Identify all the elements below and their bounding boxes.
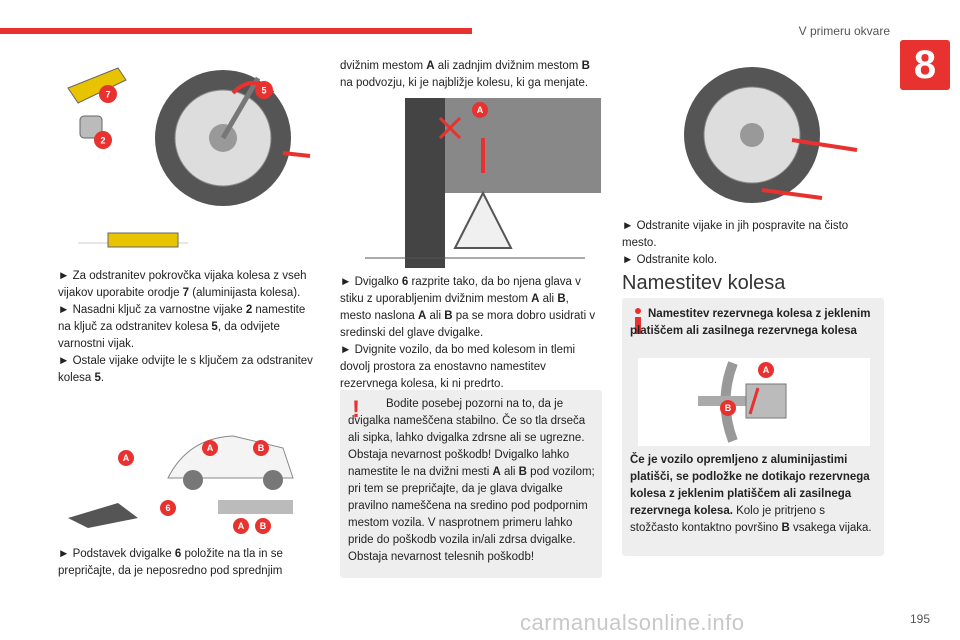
label-5: 5 <box>261 86 266 96</box>
figure-wheel-bolt-removal: 7 2 5 <box>58 48 320 258</box>
column-2-text-mid: ► Dvigalko 6 razprite tako, da bo njena … <box>340 274 602 393</box>
warning-text: Bodite posebej pozorni na to, da je dvig… <box>348 398 595 563</box>
chapter-title: V primeru okvare <box>798 24 890 38</box>
security-socket-2 <box>79 115 103 139</box>
label-a-2: A <box>477 105 484 115</box>
paragraph-lift-points: dvižnim mestom A ali zadnjim dvižnim mes… <box>340 60 590 89</box>
label-a: A <box>207 443 214 453</box>
label-5-marker <box>255 81 273 99</box>
column-3-text-top: ► Odstranite vijake in jih pospravite na… <box>622 218 884 269</box>
figure-jack-head: A <box>345 98 601 268</box>
tyre-section <box>405 98 445 268</box>
wrong-mark-2 <box>438 116 462 140</box>
jack-placement-illustration: A B A 6 A B <box>68 435 294 534</box>
front-wheel <box>183 470 203 490</box>
info-paragraph: Če je vozilo opremljeno z aluminijastimi… <box>630 454 872 534</box>
paragraph-cap-tool: ► Za odstranitev pokrovčka vijaka kolesa… <box>58 270 307 299</box>
label-6-marker <box>160 500 176 516</box>
contact-surface <box>748 387 760 415</box>
vehicle-underbody <box>445 98 601 193</box>
paragraph-open-jack: ► Dvigalko 6 razprite tako, da bo njena … <box>340 276 596 339</box>
section-title: Namestitev kolesa <box>622 272 786 294</box>
point-a-marker <box>202 440 218 456</box>
paragraph-security-socket: ► Nasadni ključ za varnostne vijake 2 na… <box>58 304 306 350</box>
info-icon <box>635 308 641 334</box>
label-b: B <box>258 443 265 453</box>
figure-wheel-off <box>622 50 884 208</box>
bolt-detail-illustration: A B <box>698 361 787 443</box>
header-accent-bar <box>0 28 472 34</box>
bolt-arrow <box>791 138 858 152</box>
wheel-removal-illustration <box>684 67 858 203</box>
column-1-text: ► Za odstranitev pokrovčka vijaka kolesa… <box>58 268 320 387</box>
scissor-jack <box>453 190 513 249</box>
wheel-wrench-5 <box>220 76 261 140</box>
paragraph-jack-base: ► Podstavek dvigalke 6 položite na tla i… <box>58 548 283 577</box>
pull-arrow <box>282 151 311 158</box>
detail-label-b: B <box>725 403 732 413</box>
cap-tool-7 <box>67 67 127 104</box>
warning-icon: ! <box>352 396 360 423</box>
paragraph-other-bolts: ► Ostale vijake odvijte le s ključem za … <box>58 355 313 384</box>
info-title: Namestitev rezervnega kolesa z jeklenim … <box>630 308 871 337</box>
bolt-head <box>745 383 787 419</box>
wheel-bolt-illustration: 7 2 5 <box>67 67 311 248</box>
info-box: Namestitev rezervnega kolesa z jeklenim … <box>622 298 884 556</box>
jack-a-marker <box>118 450 134 466</box>
sill-b-marker <box>255 518 271 534</box>
sill-a-marker <box>233 518 249 534</box>
label-7-marker <box>99 85 117 103</box>
paragraph-lift-vehicle: ► Dvignite vozilo, da bo med kolesom in … <box>340 344 576 390</box>
jack-label-a: A <box>123 453 130 463</box>
detail-b-marker <box>720 400 736 416</box>
detail-label-a: A <box>763 365 770 375</box>
warning-box: ! Bodite posebej pozorni na to, da je dv… <box>340 390 602 578</box>
column-2-text-top: dvižnim mestom A ali zadnjim dvižnim mes… <box>340 58 602 92</box>
jack-head-illustration: A <box>365 98 601 268</box>
wheel-arrow <box>761 188 823 200</box>
sill-label-b: B <box>260 521 267 531</box>
sill-detail <box>218 500 293 514</box>
detail-a-marker <box>758 362 774 378</box>
watermark: carmanualsonline.info <box>520 610 745 635</box>
bolt-thread <box>698 396 746 406</box>
label-6: 6 <box>165 503 170 513</box>
point-a-marker-2 <box>472 102 488 118</box>
rear-wheel <box>263 470 283 490</box>
jack <box>68 503 138 528</box>
figure-jack-placement: A B A 6 A B <box>58 408 298 536</box>
page-number: 195 <box>909 612 930 626</box>
column-1-bottom-text: ► Podstavek dvigalke 6 položite na tla i… <box>58 546 320 580</box>
info-body: Če je vozilo opremljeno z aluminijastimi… <box>630 452 876 537</box>
label-2-marker <box>94 131 112 149</box>
point-b-marker <box>253 440 269 456</box>
label-7: 7 <box>105 90 110 100</box>
label-2: 2 <box>100 136 105 146</box>
figure-bolt-detail: A B <box>638 358 870 446</box>
paragraph-remove-bolts: ► Odstranite vijake in jih pospravite na… <box>622 220 849 249</box>
paragraph-remove-wheel: ► Odstranite kolo. <box>622 254 718 266</box>
hub-2 <box>740 123 764 147</box>
cap-tool-detail <box>107 232 179 248</box>
chapter-number-badge: 8 <box>900 40 950 90</box>
sill-label-a: A <box>238 521 245 531</box>
